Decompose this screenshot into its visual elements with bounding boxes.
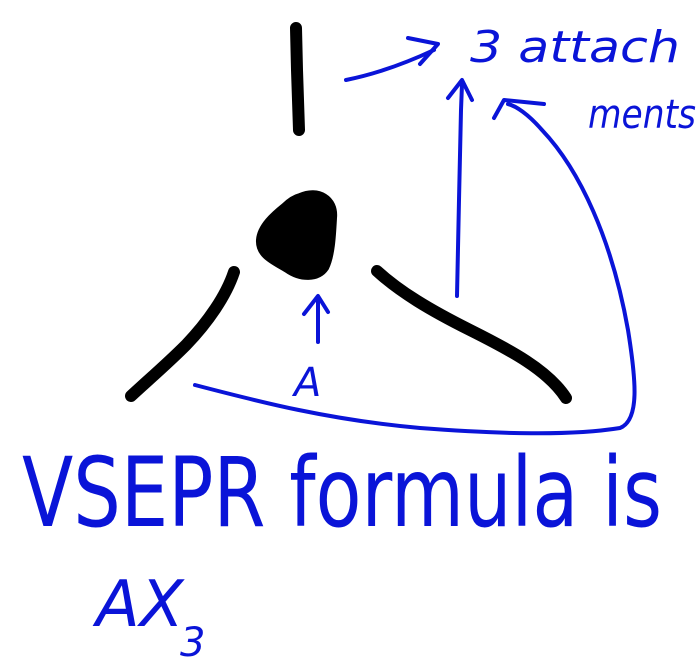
arrowhead-left-curve (492, 98, 546, 120)
arrow-right-bond-to-label (455, 82, 464, 298)
arrowhead-top (406, 36, 440, 66)
attachments-label-line2: ments (588, 92, 696, 138)
central-atom-label: A (291, 360, 321, 406)
arrowhead-central (302, 294, 330, 316)
right-bond-line (371, 265, 572, 404)
central-atom-blob (256, 190, 338, 280)
left-bond-line (125, 266, 240, 402)
vsepr-formula-sentence: VSEPR formula is (22, 437, 662, 549)
labels: 3 attach ments A VSEPR formula is AX 3 (22, 22, 696, 666)
attachments-label-line1: 3 attach (470, 22, 680, 73)
annotation-arrows (193, 36, 637, 436)
formula-subscript: 3 (180, 620, 205, 666)
top-bond-line (290, 22, 305, 136)
arrow-top-bond-to-label (344, 48, 436, 82)
molecule-sketch (125, 22, 572, 404)
arrow-left-bond-to-label (193, 102, 637, 436)
arrowhead-right (446, 78, 474, 102)
formula-base: AX (92, 568, 185, 642)
